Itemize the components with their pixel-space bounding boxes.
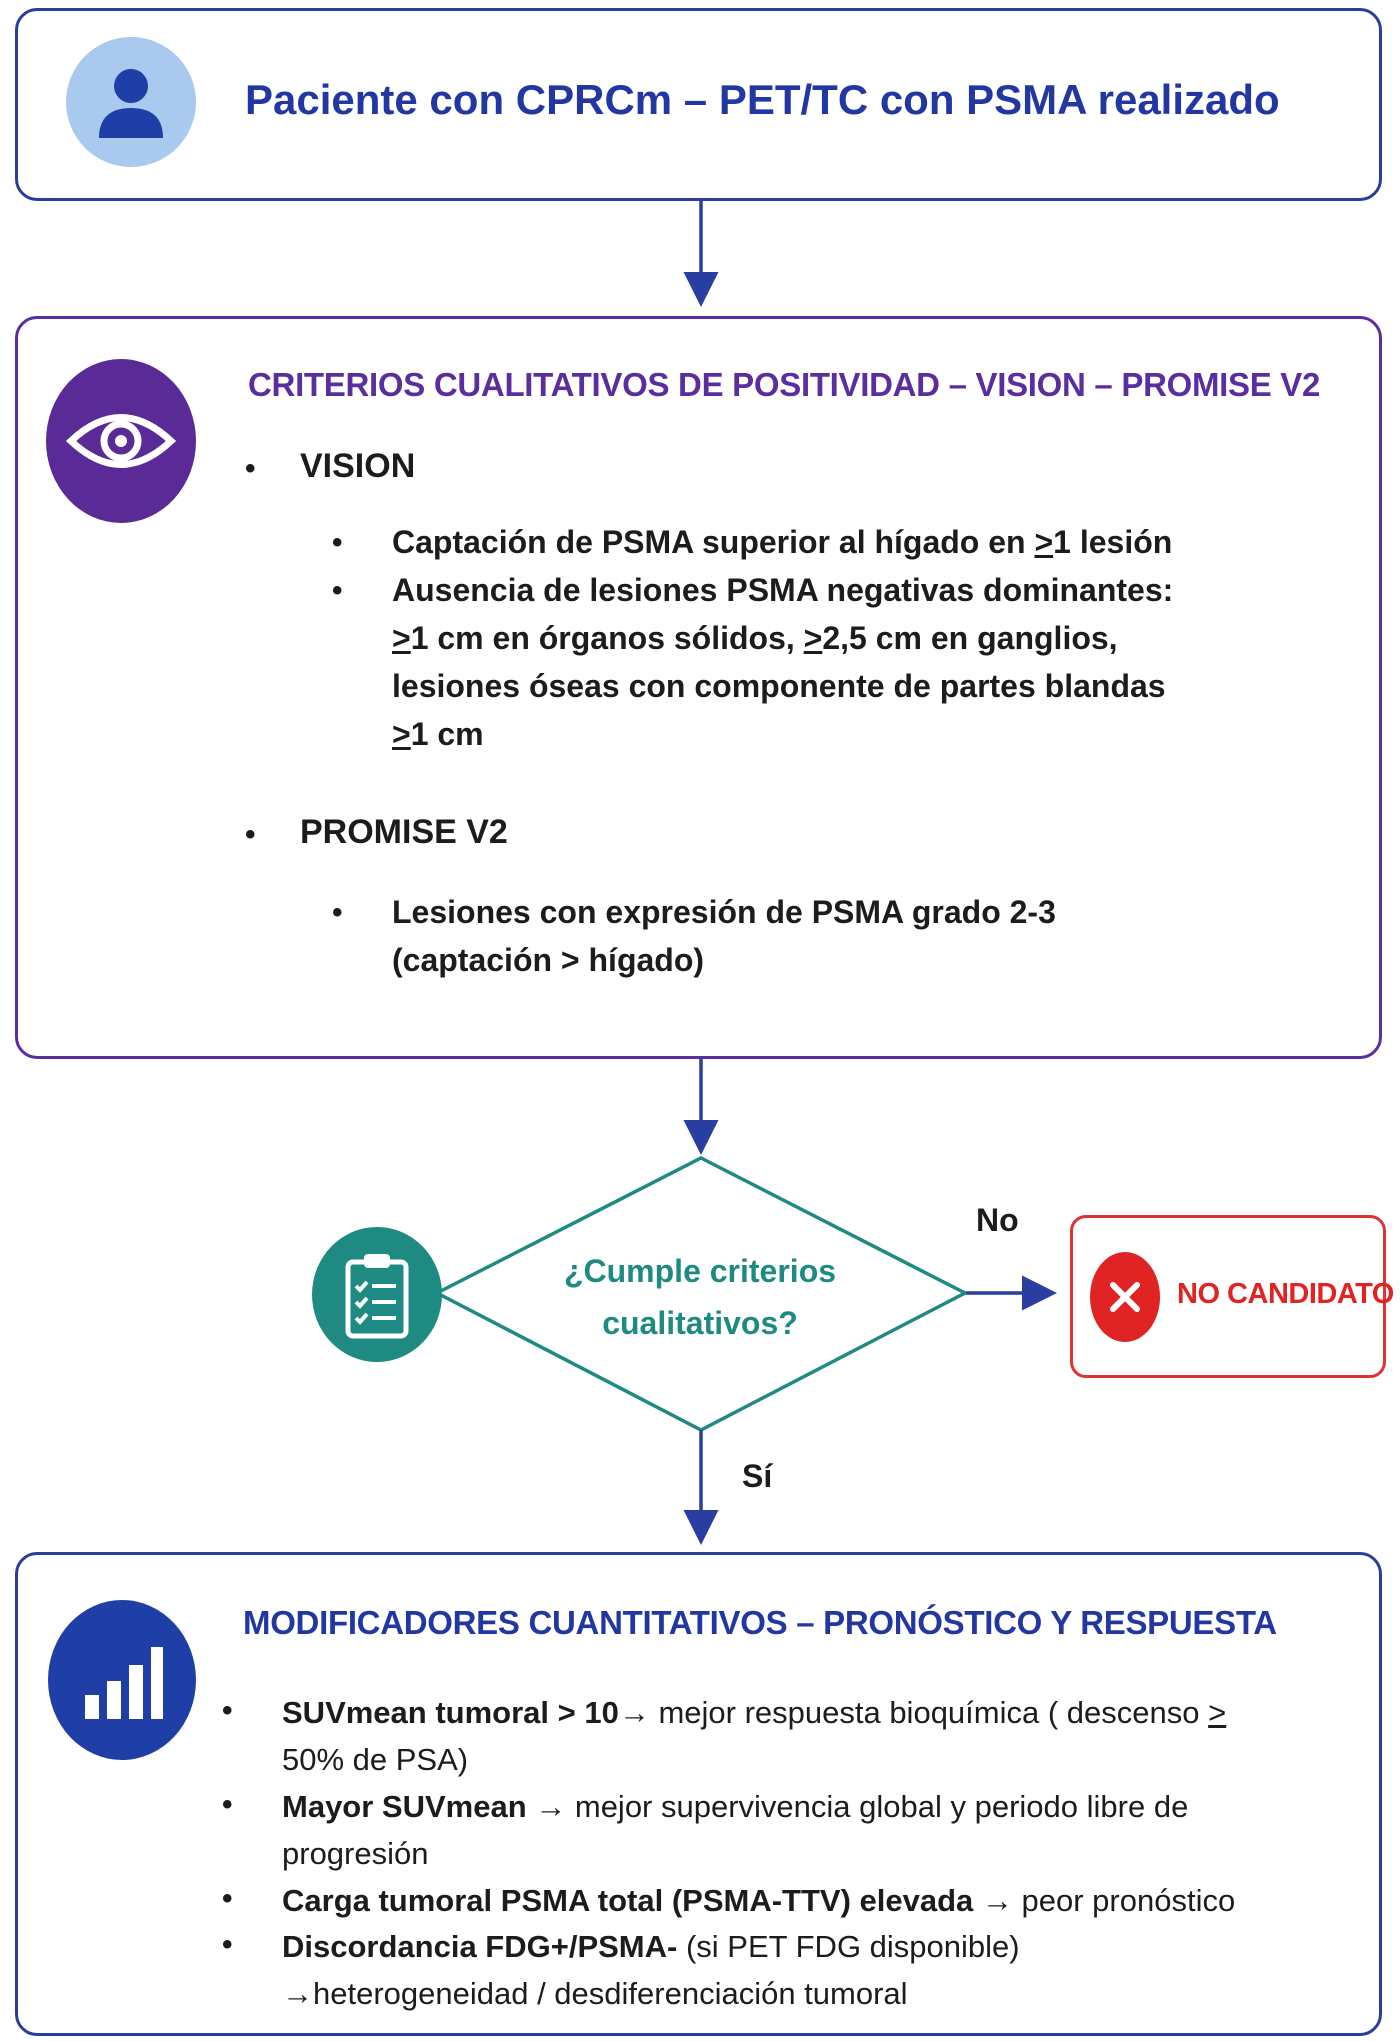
vision-item-2-line-2: >1 cm en órganos sólidos, >2,5 cm en gan… [392,620,1118,656]
quantitative-modifiers-box [15,1552,1382,2036]
bullet: • [222,1928,233,1961]
promise-item-line-1: Lesiones con expresión de PSMA grado 2-3 [392,894,1056,930]
bullet: • [332,526,343,559]
patient-title: Paciente con CPRCm – PET/TC con PSMA rea… [245,76,1280,123]
qualitative-criteria-box [15,316,1382,1059]
bullet: • [222,1882,233,1915]
bar-chart-icon [48,1600,196,1760]
user-icon [66,37,196,167]
patient-box [15,8,1382,201]
quant-item-2-line-1: Mayor SUVmean → mejor supervivencia glob… [282,1789,1189,1824]
no-label: No [976,1202,1019,1238]
eye-icon [46,359,196,523]
vision-item-2-line-3: lesiones óseas con componente de partes … [392,668,1166,704]
bullet: • [222,1694,233,1727]
quant-item-1-line-1: SUVmean tumoral > 10→ mejor respuesta bi… [282,1695,1227,1730]
no-candidate-label: NO CANDIDATO [1177,1278,1394,1310]
yes-label: Sí [742,1458,773,1494]
bullet: • [332,574,343,607]
quant-item-4-line-2: →heterogeneidad / desdiferenciación tumo… [282,1976,908,2011]
decision-question: ¿Cumple criterios cualitativos? [563,1253,837,1341]
qualitative-title: CRITERIOS CUALITATIVOS DE POSITIVIDAD – … [248,366,1321,403]
clipboard-checklist-icon [312,1227,442,1362]
quant-item-1-line-2: 50% de PSA) [282,1742,469,1777]
bullet: • [245,452,256,485]
quantitative-title: MODIFICADORES CUANTITATIVOS – PRONÓSTICO… [243,1604,1277,1641]
bullet: • [222,1788,233,1821]
quant-item-2-line-2: progresión [282,1836,429,1871]
x-circle-icon [1090,1252,1160,1342]
bullet: • [245,818,256,851]
vision-item-1: Captación de PSMA superior al hígado en … [392,524,1173,560]
promise-heading: PROMISE V2 [300,813,508,851]
promise-item-line-2: (captación > hígado) [392,942,705,978]
vision-item-2-line-4: >1 cm [392,716,484,752]
quant-item-3-line-1: Carga tumoral PSMA total (PSMA-TTV) elev… [282,1883,1236,1918]
vision-heading: VISION [300,447,416,485]
bullet: • [332,896,343,929]
vision-item-2-line-1: Ausencia de lesiones PSMA negativas domi… [392,572,1174,608]
quant-item-4-line-1: Discordancia FDG+/PSMA- (si PET FDG disp… [282,1929,1020,1964]
